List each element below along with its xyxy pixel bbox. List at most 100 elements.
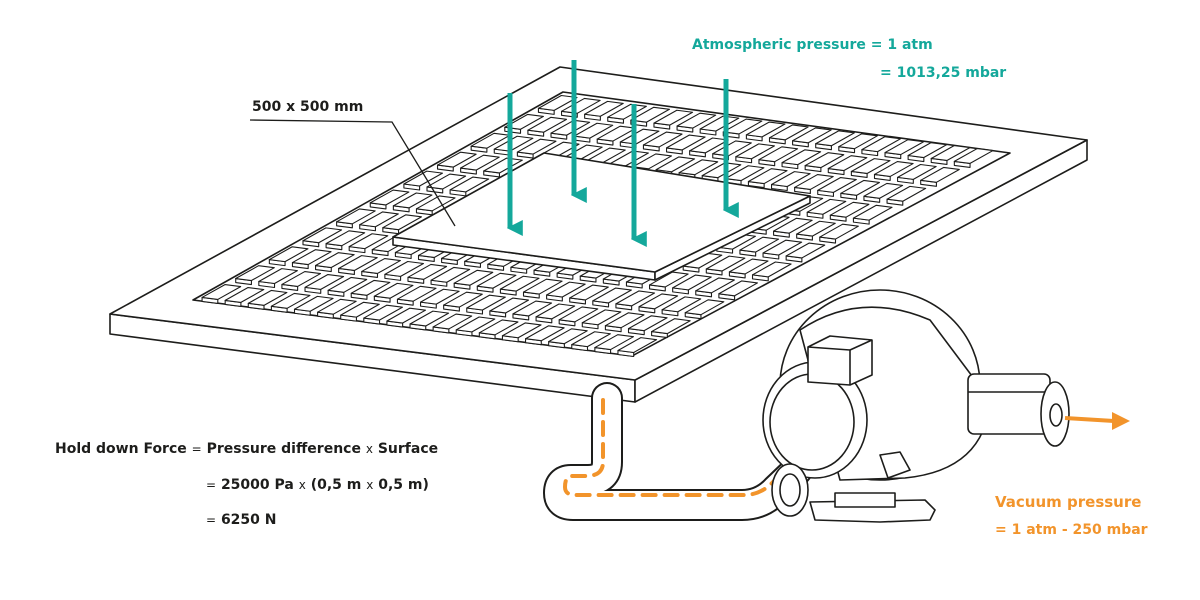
- grid-cell: [819, 223, 859, 240]
- grid-cell: [653, 109, 694, 126]
- grid-cell: [449, 176, 490, 193]
- grid-cell: [392, 192, 433, 209]
- grid-cell: [840, 179, 880, 196]
- grid-cell: [676, 112, 717, 129]
- grid-cell: [615, 290, 656, 307]
- grid-cell: [270, 292, 311, 309]
- grid-cell: [258, 268, 298, 285]
- grid-cell: [739, 236, 780, 253]
- right-arrow-icon: [1064, 412, 1130, 430]
- grid-cell: [359, 211, 399, 228]
- pump-foot: [834, 492, 896, 508]
- atmospheric-arrows: [506, 60, 739, 248]
- grid-cell: [827, 155, 868, 172]
- grid-cell: [293, 295, 334, 312]
- atmospheric-pressure-mbar: = 1013,25 mbar: [880, 65, 1007, 81]
- grid-cell: [907, 142, 948, 159]
- grid-cell: [361, 258, 401, 274]
- grid-cell: [512, 300, 553, 317]
- grid-cell: [268, 246, 309, 263]
- grid-cell: [829, 201, 870, 218]
- formula-operator: =: [206, 478, 217, 492]
- grid-cell: [630, 106, 670, 123]
- grid-cell: [665, 134, 706, 151]
- grid-cell: [569, 284, 609, 301]
- grid-cell: [594, 334, 635, 351]
- suction-pipe: [543, 382, 813, 521]
- grid-cell: [281, 271, 322, 287]
- grid-cell: [718, 280, 759, 297]
- grid-cell: [436, 151, 477, 168]
- grid-cell: [930, 145, 971, 162]
- grid-cell: [745, 121, 786, 138]
- grid-cell: [571, 331, 611, 348]
- atmospheric-pressure-label: Atmospheric pressure = 1 atm: [692, 37, 933, 53]
- grid-cell: [735, 143, 775, 160]
- formula-line-1: Hold down Force = Pressure difference x …: [55, 441, 438, 457]
- grid-cell: [695, 277, 735, 294]
- grid-cell: [684, 299, 725, 316]
- grid-cell: [792, 127, 832, 144]
- pump-flange-inner: [779, 473, 801, 507]
- formula-term: 25000 Pa: [220, 477, 294, 493]
- grid-cell: [415, 195, 456, 212]
- airflow-path: [563, 398, 792, 497]
- grid-cell: [592, 287, 632, 304]
- workpiece-size-label: 500 x 500 mm: [252, 99, 364, 115]
- grid-cell: [785, 242, 826, 259]
- grid-cell: [678, 159, 719, 176]
- grid-cell: [453, 269, 494, 286]
- grid-cell: [489, 297, 530, 314]
- grid-cell: [773, 217, 813, 234]
- grid-cell: [548, 328, 588, 345]
- grid-cell: [369, 189, 410, 206]
- grid-cell: [863, 182, 904, 199]
- formula-term: Surface: [377, 441, 439, 457]
- grid-cell: [476, 272, 517, 289]
- grid-cell: [768, 124, 809, 141]
- grid-cell: [403, 170, 444, 187]
- grid-cell: [478, 319, 519, 336]
- grid-cell: [336, 208, 376, 225]
- grid-cell: [291, 249, 332, 266]
- grid-cell: [661, 296, 702, 313]
- grid-cell: [350, 279, 391, 296]
- grid-cell: [649, 271, 689, 288]
- grid-cell: [317, 298, 357, 315]
- vacuum-pump-icon: [762, 289, 1070, 523]
- grid-cell: [838, 133, 878, 150]
- grid-cell: [655, 156, 696, 173]
- grid-cell: [781, 149, 822, 166]
- grid-cell: [527, 116, 568, 133]
- grid-cell: [224, 286, 265, 303]
- pump-box-top: [807, 335, 873, 386]
- grid-cell: [817, 176, 857, 193]
- grid-cell: [382, 214, 422, 231]
- formula-operator: x: [365, 442, 373, 456]
- grid-cell: [409, 310, 450, 327]
- grid-cell: [504, 113, 544, 130]
- grid-cell: [794, 174, 834, 190]
- grid-cell: [770, 171, 811, 188]
- grid-cell: [651, 318, 691, 335]
- grid-cell: [535, 303, 576, 320]
- grid-cell: [758, 146, 799, 163]
- formula-term: (0,5 m: [310, 477, 362, 493]
- grid-cell: [627, 315, 668, 332]
- grid-cell: [340, 301, 380, 318]
- pump-box-edge3: [849, 339, 873, 351]
- grid-cell: [407, 263, 448, 280]
- grid-cell: [705, 255, 746, 272]
- size-leader-line: [249, 119, 456, 227]
- formula-line-3: = 6250 N: [206, 512, 277, 528]
- grid-cell: [537, 94, 578, 111]
- vacuum-pressure-value: = 1 atm - 250 mbar: [995, 522, 1148, 538]
- grid-cell: [722, 118, 763, 135]
- grid-cell: [546, 281, 586, 298]
- grid-cell: [861, 136, 902, 153]
- grid-cell: [581, 309, 622, 326]
- grid-cell: [432, 313, 473, 330]
- grid-cell: [558, 306, 599, 323]
- grid-cell: [466, 294, 506, 311]
- grid-cell: [584, 100, 624, 117]
